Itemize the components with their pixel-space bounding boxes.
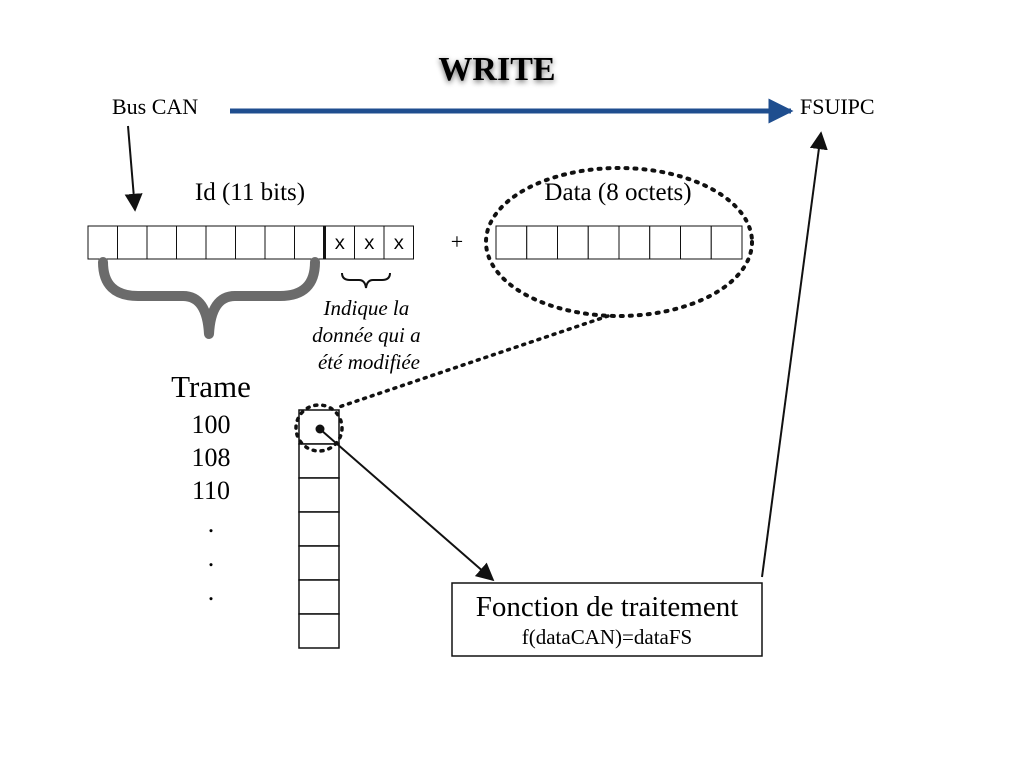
plus-operator: +: [451, 229, 463, 254]
id-marked-cell: [383, 225, 414, 260]
selected-cell-highlight-circle: [294, 403, 344, 453]
trame-cell: [298, 613, 340, 649]
trame-cell: [298, 511, 340, 547]
trame-cell: [298, 545, 340, 581]
data-cell: [587, 225, 620, 260]
function-box: [451, 582, 763, 657]
trame-values: 100 108 110 . . .: [192, 410, 231, 606]
trame-value: .: [208, 509, 215, 538]
data-cell: [710, 225, 743, 260]
cell-to-function-arrow: [320, 429, 495, 582]
function-title: Fonction de traitement: [476, 591, 739, 623]
data-cell: [649, 225, 681, 260]
id-cell: [264, 225, 295, 260]
function-formula: f(dataCAN)=dataFS: [522, 625, 692, 649]
data-cell: [557, 225, 589, 260]
data-cell: [526, 225, 558, 260]
write-title: WRITE: [438, 51, 555, 88]
trame-value: 110: [192, 476, 230, 505]
id-marker-x: x: [334, 233, 345, 255]
fsuipc-label: FSUIPC: [800, 94, 875, 119]
trame-heading: Trame: [171, 369, 251, 404]
trame-value: 108: [192, 443, 231, 472]
id-cell: [146, 225, 177, 260]
bus-can-label: Bus CAN: [112, 94, 198, 119]
marker-note-line: Indique la: [323, 296, 410, 320]
trame-table: [298, 409, 340, 649]
trame-cell: [298, 477, 340, 513]
id-cell: [235, 225, 266, 260]
id-bits-brace: [98, 257, 320, 339]
data-cell: [618, 225, 651, 260]
id-cell: [87, 225, 118, 260]
data-field-label: Data (8 octets): [544, 179, 691, 206]
function-to-fsuipc-arrow: [761, 131, 828, 578]
trame-value: 100: [192, 410, 231, 439]
data-field: [495, 225, 743, 260]
id-field-label: Id (11 bits): [195, 179, 305, 206]
id-marker-x: x: [393, 233, 404, 255]
data-field-highlight-ellipse: [484, 166, 754, 318]
id-marked-cell: [354, 225, 385, 260]
trame-value: .: [208, 577, 215, 606]
trame-value: .: [208, 543, 215, 572]
trame-cell: [298, 579, 340, 615]
marker-note-line: été modifiée: [318, 350, 420, 374]
id-cell: [205, 225, 236, 260]
id-cell: [176, 225, 207, 260]
marker-cells-brace: [341, 272, 391, 289]
id-cell: [117, 225, 148, 260]
data-cell: [680, 225, 712, 260]
trame-cell: [298, 443, 340, 479]
bus-can-to-id-arrow: [124, 125, 143, 212]
data-cell: [495, 225, 528, 260]
marker-note-line: donnée qui a: [312, 323, 420, 347]
id-field: x x x: [87, 225, 414, 260]
marker-note: Indique la donnée qui a été modifiée: [312, 296, 426, 374]
id-cell: [294, 225, 325, 260]
id-marker-x: x: [364, 233, 375, 255]
data-to-cell-dotted-link: [334, 314, 610, 410]
